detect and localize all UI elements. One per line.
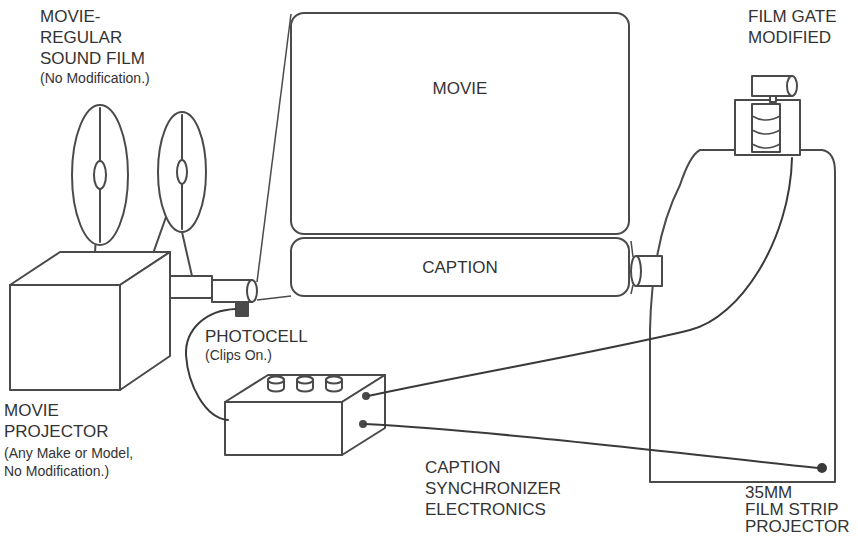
caption-synchronizer-box-part [326, 377, 342, 384]
film-strip-projector-part [787, 76, 797, 96]
projection-beam-part [257, 296, 291, 300]
photocell-note: (Clips On.) [205, 347, 305, 364]
film-gate-label: FILM GATE MODIFIED [748, 6, 848, 48]
movie-projector-part [247, 280, 257, 302]
film-strip-projector-part [735, 100, 800, 155]
caption-synchronizer-box-part [297, 377, 313, 384]
film-note: (No Modification.) [40, 70, 200, 87]
caption-synchronizer-box-part [326, 377, 342, 392]
caption-band: CAPTION [290, 237, 630, 297]
projection-beam-part [257, 14, 291, 282]
movie-projector-part [99, 189, 101, 242]
projection-beam-part [631, 241, 633, 257]
movie-projector-part [120, 252, 170, 390]
movie-projector-part [158, 112, 206, 232]
film-strip-projector-part [752, 116, 780, 148]
signal-cable-part [186, 309, 236, 420]
node-text: MOVIE [433, 78, 488, 99]
film-strip-projector-part [752, 104, 780, 152]
caption-synchronizer-box [225, 375, 385, 455]
filmstrip-projector-label: 35MM FILM STRIP PROJECTOR [745, 484, 857, 535]
caption-synchronizer-box-part [225, 402, 342, 455]
projection-beam-part [631, 285, 633, 294]
caption-synchronizer-box-part [297, 377, 313, 392]
film-strip-projector-part [631, 256, 641, 286]
movie-projector-part [10, 285, 120, 390]
caption-synchronizer-box-part [342, 375, 385, 455]
film-strip-projector-part [650, 150, 835, 482]
signal-cable-part [818, 464, 826, 472]
projector-note: (Any Make or Model, No Modification.) [4, 444, 144, 480]
film-strip-projector [631, 76, 835, 482]
node-text: CAPTION [422, 257, 498, 278]
projector-label: MOVIE PROJECTOR [4, 400, 114, 442]
movie-projector-part [182, 232, 192, 276]
synchronizer-label: CAPTION SYNCHRONIZER ELECTRONICS [425, 457, 585, 520]
movie-projector-part [181, 115, 183, 160]
movie-projector-part [72, 105, 128, 245]
movie-projector-part [170, 276, 212, 298]
photocell-label: PHOTOCELL [205, 326, 325, 347]
caption-synchronizer-box-part [268, 377, 284, 392]
caption-synchronizer-box-part [268, 377, 284, 384]
movie-projector-part [236, 302, 248, 316]
movie-projector-part [99, 108, 101, 161]
film-label: MOVIE- REGULAR SOUND FILM [40, 6, 160, 69]
movie-projector-part [181, 184, 183, 229]
movie-projector-part [177, 160, 187, 184]
movie-projector-part [94, 161, 106, 189]
movie-screen: MOVIE [290, 12, 630, 235]
